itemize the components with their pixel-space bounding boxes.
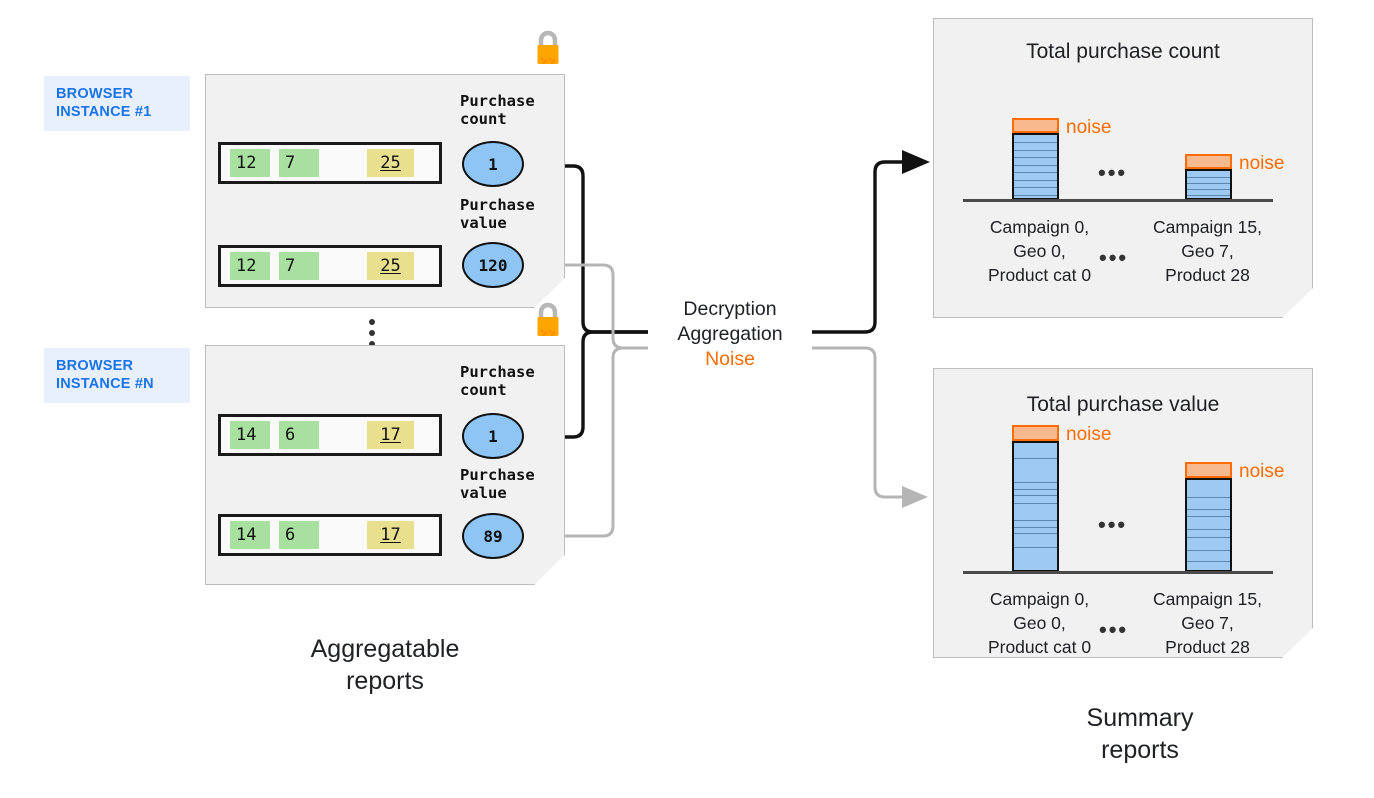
summary-card-purchase-count <box>933 18 1313 318</box>
horizontal-ellipsis-icon: ••• <box>1099 245 1129 270</box>
report-cell-value: 25 <box>367 252 414 280</box>
report-cell-blank <box>319 149 358 177</box>
panel-fold-corner <box>1282 628 1313 658</box>
report-cell-blank <box>319 421 358 449</box>
noise-label: noise <box>1066 424 1112 445</box>
purchase-count-bubble: 1 <box>462 413 524 459</box>
report-cell-value: 17 <box>367 421 414 449</box>
arrowhead-count <box>902 150 930 174</box>
report-cell: 6 <box>279 421 319 449</box>
purchase-value-bubble: 120 <box>462 242 524 288</box>
category-label-campaign-15: Campaign 15, Geo 7, Product 28 <box>1153 217 1262 285</box>
noise-cap <box>1012 425 1059 441</box>
purchase-value-bubble: 89 <box>462 513 524 559</box>
report-row: 12 7 25 <box>218 245 442 287</box>
noise-label: noise <box>1239 461 1285 482</box>
noise-label: noise <box>1066 117 1112 138</box>
metric-label-purchase-value: Purchase value <box>460 466 535 502</box>
report-row: 14 6 17 <box>218 414 442 456</box>
horizontal-ellipsis-icon: ••• <box>1099 617 1129 642</box>
report-cell-value-text: 17 <box>380 524 401 545</box>
category-label-campaign-0: Campaign 0, Geo 0, Product cat 0 <box>987 217 1092 285</box>
bar-campaign-15 <box>1185 169 1232 200</box>
padlock-icon <box>534 300 562 340</box>
report-cell: 6 <box>279 521 319 549</box>
panel-fold-corner <box>1282 288 1313 318</box>
category-label-campaign-0: Campaign 0, Geo 0, Product cat 0 <box>987 589 1092 657</box>
wire-count-instanceN <box>527 330 648 439</box>
summary-card-2-title: Total purchase value <box>1026 393 1220 416</box>
noise-cap <box>1185 462 1232 478</box>
purchase-count-bubble: 1 <box>462 141 524 187</box>
bar-campaign-15 <box>1185 478 1232 572</box>
horizontal-ellipsis-icon: ••• <box>1098 512 1128 537</box>
report-cell-value: 25 <box>367 149 414 177</box>
aggregatable-reports-caption: Aggregatable reports <box>310 635 460 695</box>
report-cell: 7 <box>279 149 319 177</box>
report-cell-value-text: 25 <box>380 152 401 173</box>
metric-label-purchase-count: Purchase count <box>460 92 535 128</box>
padlock-icon <box>534 28 562 68</box>
report-cell-value-text: 17 <box>380 424 401 445</box>
category-label-campaign-15: Campaign 15, Geo 7, Product 28 <box>1153 589 1262 657</box>
report-cell: 14 <box>230 521 270 549</box>
bar-campaign-0 <box>1012 133 1059 200</box>
process-block: Decryption Aggregation Noise <box>655 297 805 372</box>
browser-instance-1-tag: BROWSER INSTANCE #1 <box>44 76 190 131</box>
report-cell: 12 <box>230 252 270 280</box>
process-aggregation-label: Aggregation <box>677 323 783 345</box>
summary-card-purchase-value <box>933 368 1313 658</box>
browser-instance-n-tag: BROWSER INSTANCE #N <box>44 348 190 403</box>
report-row: 14 6 17 <box>218 514 442 556</box>
wire-value-instanceN <box>527 346 648 538</box>
horizontal-ellipsis-icon: ••• <box>1098 160 1128 185</box>
wire-output-count <box>812 160 905 334</box>
panel-fold-corner <box>534 555 565 585</box>
report-cell: 12 <box>230 149 270 177</box>
chart-axis-line <box>963 571 1273 574</box>
noise-cap <box>1185 154 1232 169</box>
summary-reports-caption: Summary reports <box>1086 704 1194 764</box>
arrowhead-value <box>902 486 928 508</box>
noise-label: noise <box>1239 153 1285 174</box>
report-cell-value: 17 <box>367 521 414 549</box>
vertical-ellipsis-icon <box>362 314 382 352</box>
summary-card-1-title: Total purchase count <box>1026 40 1220 63</box>
report-row: 12 7 25 <box>218 142 442 184</box>
report-cell-value-text: 25 <box>380 255 401 276</box>
chart-axis-line <box>963 199 1273 202</box>
wire-output-value <box>812 346 905 499</box>
report-cell: 7 <box>279 252 319 280</box>
bar-campaign-0 <box>1012 441 1059 572</box>
metric-label-purchase-value: Purchase value <box>460 196 535 232</box>
report-cell: 14 <box>230 421 270 449</box>
report-cell-blank <box>319 252 358 280</box>
process-decryption-label: Decryption <box>683 298 777 320</box>
report-cell-blank <box>319 521 358 549</box>
process-noise-label: Noise <box>705 348 755 370</box>
noise-cap <box>1012 118 1059 133</box>
metric-label-purchase-count: Purchase count <box>460 363 535 399</box>
